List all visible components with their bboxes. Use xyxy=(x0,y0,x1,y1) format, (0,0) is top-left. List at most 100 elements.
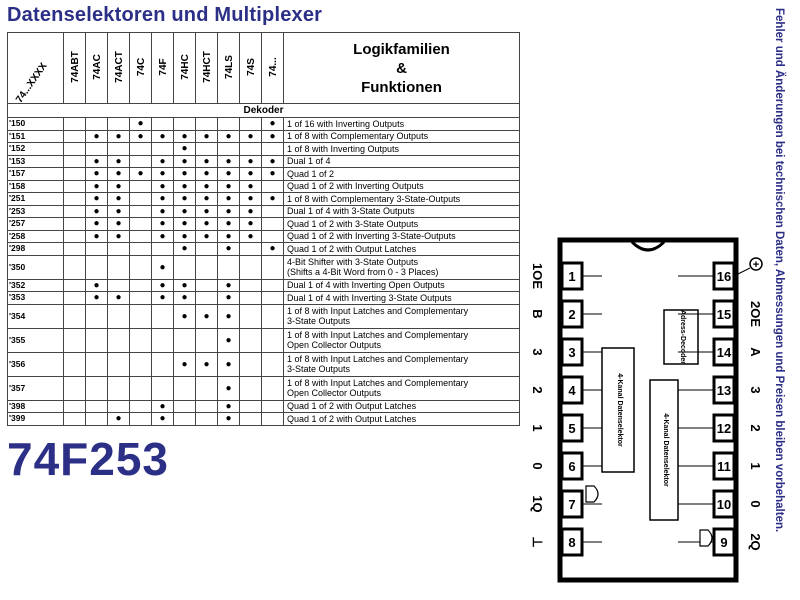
empty-cell xyxy=(107,254,130,280)
empty-cell xyxy=(107,303,130,329)
part-code: '251 xyxy=(7,192,64,206)
function-line: 3-State Outputs xyxy=(287,364,351,374)
table-row: '298●●●Quad 1 of 2 with Output Latches xyxy=(7,242,520,256)
empty-cell xyxy=(63,242,86,256)
vcc-symbol: + xyxy=(753,259,759,271)
oe-gate-1 xyxy=(585,485,599,503)
empty-cell xyxy=(129,399,152,413)
table-row: '151●●●●●●●●●1 of 8 with Complementary O… xyxy=(7,129,520,143)
family-label: 74... xyxy=(267,57,278,77)
availability-dot: ● xyxy=(217,179,240,193)
availability-dot: ● xyxy=(151,399,174,413)
right-pin-number: 15 xyxy=(717,307,731,322)
empty-cell xyxy=(261,291,284,305)
availability-dot: ● xyxy=(217,303,240,329)
function-header-line: Funktionen xyxy=(361,78,442,96)
left-pin-number: 6 xyxy=(568,459,575,474)
empty-cell xyxy=(239,242,262,256)
chip-body xyxy=(557,237,739,583)
function-description: 1 of 8 with Complementary Outputs xyxy=(283,129,520,143)
availability-dot: ● xyxy=(173,291,196,305)
empty-cell xyxy=(63,129,86,143)
availability-dot: ● xyxy=(173,179,196,193)
left-pin-number: 5 xyxy=(568,421,575,436)
empty-cell xyxy=(129,254,152,280)
part-code: '399 xyxy=(7,412,64,426)
family-label: 74C xyxy=(135,57,146,77)
availability-dot: ● xyxy=(85,229,108,243)
availability-dot: ● xyxy=(195,351,218,377)
left-pin-label: 0 xyxy=(530,462,545,469)
function-line: 1 of 8 with Input Latches and Complement… xyxy=(287,305,469,316)
availability-dot: ● xyxy=(129,167,152,181)
availability-dot: ● xyxy=(129,129,152,143)
empty-cell xyxy=(239,327,262,353)
availability-dot: ● xyxy=(261,154,284,168)
availability-dot: ● xyxy=(173,278,196,292)
part-code: '253 xyxy=(7,204,64,218)
empty-cell xyxy=(261,254,284,280)
availability-dot: ● xyxy=(85,217,108,231)
table-row: '350●4-Bit Shifter with 3-State Outputs(… xyxy=(7,254,520,280)
right-pin-label: 2 xyxy=(748,424,763,431)
part-code: '153 xyxy=(7,154,64,168)
availability-dot: ● xyxy=(195,167,218,181)
function-description: Quad 1 of 2 with Output Latches xyxy=(283,242,520,256)
section-row: Dekoder xyxy=(7,103,520,118)
part-code: '354 xyxy=(7,303,64,329)
availability-dot: ● xyxy=(107,179,130,193)
function-line: Open Collector Outputs xyxy=(287,340,382,350)
availability-dot: ● xyxy=(217,278,240,292)
empty-cell xyxy=(173,412,196,426)
empty-cell xyxy=(107,142,130,156)
empty-cell xyxy=(173,399,196,413)
function-line: 1 of 8 with Input Latches and Complement… xyxy=(287,353,469,364)
availability-dot: ● xyxy=(107,129,130,143)
table-row: '356●●●1 of 8 with Input Latches and Com… xyxy=(7,351,520,377)
empty-cell xyxy=(195,327,218,353)
part-code: '353 xyxy=(7,291,64,305)
empty-cell xyxy=(63,192,86,206)
table-row: '152●1 of 8 with Inverting Outputs xyxy=(7,142,520,156)
empty-cell xyxy=(239,351,262,377)
availability-dot: ● xyxy=(85,154,108,168)
family-label: 74HCT xyxy=(201,51,212,83)
availability-dot: ● xyxy=(85,129,108,143)
function-description: 1 of 8 with Input Latches and Complement… xyxy=(283,375,520,401)
family-header-6: 74HCT xyxy=(195,32,218,104)
empty-cell xyxy=(239,303,262,329)
table-row: '353●●●●●Dual 1 of 4 with Inverting 3-St… xyxy=(7,291,520,305)
empty-cell xyxy=(261,412,284,426)
disclaimer-text: Fehler und Änderungen bei technischen Da… xyxy=(773,8,785,533)
availability-dot: ● xyxy=(195,217,218,231)
empty-cell xyxy=(129,242,152,256)
table-row: '354●●●1 of 8 with Input Latches and Com… xyxy=(7,303,520,329)
function-description: Quad 1 of 2 with 3-State Outputs xyxy=(283,217,520,231)
right-pin-number: 14 xyxy=(717,345,732,360)
right-pin-number: 9 xyxy=(720,535,727,550)
function-line: 3-State Outputs xyxy=(287,316,351,326)
function-description: Dual 1 of 4 with 3-State Outputs xyxy=(283,204,520,218)
empty-cell xyxy=(63,291,86,305)
right-pin-label: 1 xyxy=(748,462,763,469)
availability-dot: ● xyxy=(151,179,174,193)
right-pin-label: 0 xyxy=(748,500,763,507)
table-row: '150●●1 of 16 with Inverting Outputs xyxy=(7,117,520,131)
availability-dot: ● xyxy=(217,242,240,256)
availability-dot: ● xyxy=(195,303,218,329)
empty-cell xyxy=(63,154,86,168)
availability-dot: ● xyxy=(195,129,218,143)
empty-cell xyxy=(63,303,86,329)
empty-cell xyxy=(151,351,174,377)
address-decoder-label: Adress-Decoder xyxy=(679,310,686,364)
availability-dot: ● xyxy=(85,291,108,305)
left-pin-label: 1 xyxy=(530,424,545,431)
family-label: 74AC xyxy=(91,54,102,80)
part-code: '157 xyxy=(7,167,64,181)
empty-cell xyxy=(151,142,174,156)
empty-cell xyxy=(239,142,262,156)
right-pin-label: A xyxy=(748,347,763,357)
